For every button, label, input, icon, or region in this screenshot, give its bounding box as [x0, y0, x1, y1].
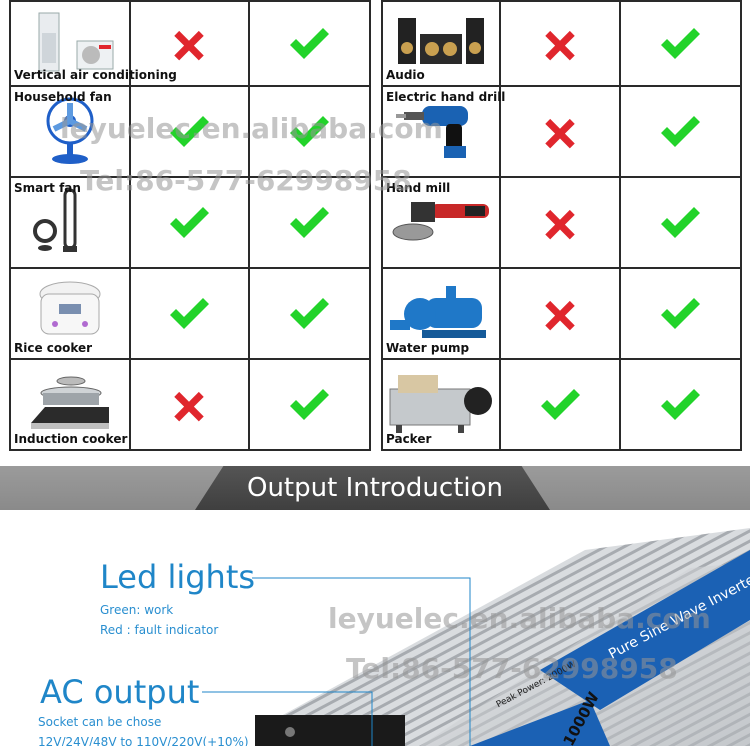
table-row: Hand mill	[380, 176, 743, 269]
support-cell-2	[247, 267, 372, 360]
section-title: Output Introduction	[246, 473, 504, 503]
ac-voltage-text: 12V/24V/48V to 110V/220V(+10%)	[38, 735, 249, 746]
appliance-name: Electric hand drill	[386, 90, 506, 104]
support-cell-1	[129, 85, 250, 178]
section-header-bar: Output Introduction	[0, 466, 750, 510]
air-conditioner-icon	[25, 11, 115, 77]
appliance-name: Audio	[386, 68, 425, 82]
support-cell-2	[618, 176, 743, 269]
support-cell-2	[247, 358, 372, 451]
led-green-text: Green: work	[100, 603, 174, 617]
appliance-cell: Household fan	[8, 85, 132, 178]
support-cell-2	[618, 0, 743, 87]
speaker-icon	[396, 12, 486, 76]
appliance-name: Water pump	[386, 341, 470, 355]
output-introduction: Pure Sine Wave Inverter 1000W Peak Power…	[0, 510, 750, 746]
appliance-cell: Induction cooker	[8, 358, 132, 451]
appliance-name: Hand mill	[386, 181, 451, 195]
table-row: Packer	[380, 358, 743, 451]
bladeless-fan-icon	[25, 186, 115, 260]
appliance-cell: Electric hand drill	[380, 85, 505, 178]
table-row: Electric hand drill	[380, 85, 743, 178]
section-header-tab	[195, 466, 550, 510]
induction-cooker-icon	[25, 373, 115, 437]
appliance-name: Rice cooker	[14, 341, 93, 355]
grinder-icon	[391, 194, 491, 252]
support-cell-2	[247, 0, 372, 87]
appliance-cell: Audio	[380, 0, 502, 87]
appliance-cell: Hand mill	[380, 176, 502, 269]
appliance-cell: Packer	[380, 358, 502, 451]
appliance-name: Induction cooker	[14, 432, 128, 446]
support-cell-2	[247, 85, 372, 178]
support-cell-1	[129, 176, 250, 269]
support-cell-2	[618, 85, 743, 178]
appliance-name: Packer	[386, 432, 432, 446]
support-cell-1	[499, 358, 621, 451]
led-red-text: Red : fault indicator	[100, 623, 219, 637]
table-row: Rice cooker	[8, 267, 372, 360]
inverter-device-image	[255, 528, 750, 746]
support-cell-1	[499, 176, 621, 269]
support-cell-2	[247, 176, 372, 269]
support-cell-1	[129, 0, 250, 87]
watermark-site-bottom: leyuelec.en.alibaba.com	[328, 602, 711, 635]
ac-socket-text: Socket can be chose	[38, 715, 162, 729]
table-row: Household fan	[8, 85, 372, 178]
drill-icon	[396, 98, 486, 166]
callout-lines	[202, 577, 471, 746]
appliance-cell: Water pump	[380, 267, 502, 360]
ac-output-title: AC output	[40, 673, 200, 711]
appliance-cell: Vertical air conditioning	[8, 0, 177, 87]
table-row: Water pump	[380, 267, 743, 360]
rice-cooker-icon	[35, 280, 105, 348]
table-row: Vertical air conditioning	[8, 0, 372, 87]
appliance-name: Smart fan	[14, 181, 81, 195]
packer-icon	[386, 371, 496, 439]
watermark-tel-top: Tel:86-577-62998958	[80, 164, 412, 197]
watermark-tel-bottom: Tel:86-577-62998958	[346, 652, 678, 685]
fan-icon	[40, 95, 100, 169]
table-row: Smart fan	[8, 176, 372, 269]
appliance-cell: Smart fan	[8, 176, 132, 269]
water-pump-icon	[386, 280, 496, 348]
watermark-site-top: leyuelec.en.alibaba.com	[60, 112, 443, 145]
table-row: Induction cooker	[8, 358, 372, 451]
support-cell-2	[618, 358, 743, 451]
support-cell-1	[499, 0, 621, 87]
support-cell-1	[499, 85, 621, 178]
support-cell-1	[129, 358, 250, 451]
support-cell-2	[618, 267, 743, 360]
appliance-cell: Rice cooker	[8, 267, 132, 360]
support-cell-1	[129, 267, 250, 360]
appliance-name: Household fan	[14, 90, 112, 104]
table-row: Audio	[380, 0, 743, 87]
support-cell-1	[499, 267, 621, 360]
led-lights-title: Led lights	[100, 558, 256, 596]
